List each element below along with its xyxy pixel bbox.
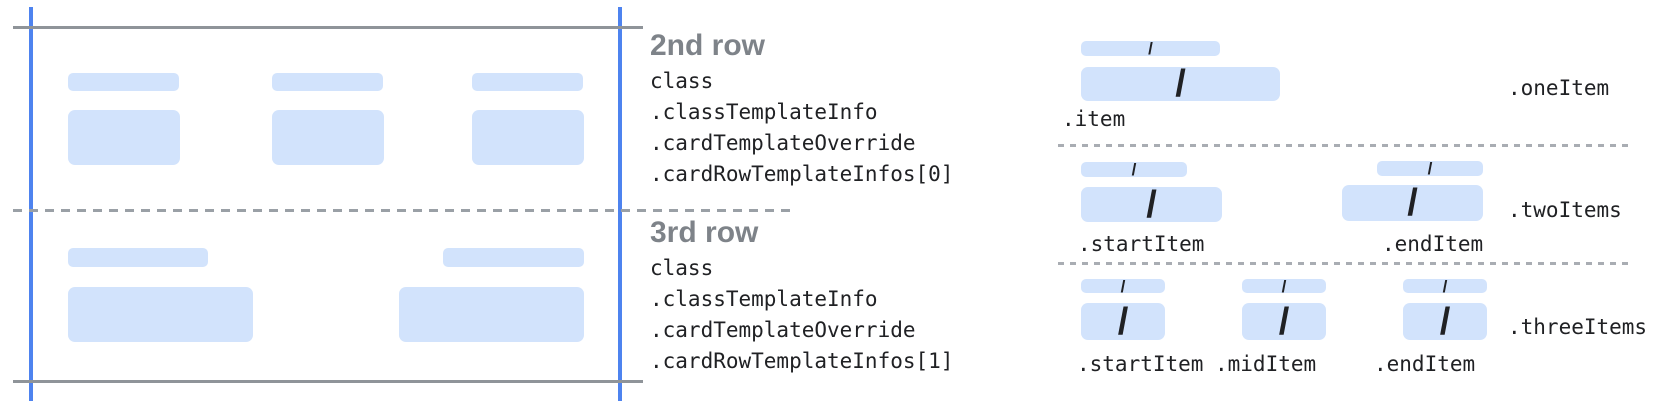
card-top-edge-guide [13, 26, 643, 29]
mid-item-field-label: .midItem [1215, 352, 1317, 376]
row2-col3-value-placeholder [472, 110, 584, 165]
row3-end-value-placeholder [399, 287, 584, 342]
mid-item-label-bar: / [1242, 276, 1326, 296]
row3-code-path: class .classTemplateInfo .cardTemplateOv… [650, 253, 953, 377]
row-annotation-title: 3rd row [650, 216, 759, 249]
code-line: class [650, 256, 714, 280]
start-item-field-label: .startItem [1077, 352, 1204, 376]
card-left-margin-guide [29, 7, 33, 401]
row3-start-label-placeholder [68, 248, 208, 267]
start-item-value-bar: / [1081, 183, 1222, 226]
row3-end-label-placeholder [443, 248, 584, 267]
card-right-margin-guide [618, 7, 622, 401]
end-item-field-label: .endItem [1382, 232, 1484, 256]
slash-separator: / [1117, 300, 1129, 343]
one-item-layout-label: .oneItem [1508, 76, 1610, 100]
row3-start-value-placeholder [68, 287, 253, 342]
slash-separator: / [1439, 300, 1451, 343]
slash-separator: / [1131, 160, 1137, 179]
one-item-value-bar: / [1081, 63, 1280, 105]
row-annotation-title: 2nd row [650, 29, 766, 62]
row2-col1-label-placeholder [68, 73, 179, 91]
slash-separator: / [1442, 276, 1448, 296]
slash-separator: / [1281, 276, 1287, 296]
end-item-field-label: .endItem [1374, 352, 1476, 376]
row2-col2-value-placeholder [272, 110, 384, 165]
slash-separator: / [1407, 182, 1418, 224]
start-item-label-bar: / [1081, 160, 1187, 179]
slash-separator: / [1120, 276, 1126, 296]
row2-code-path: class .classTemplateInfo .cardTemplateOv… [650, 66, 953, 190]
code-line: .cardRowTemplateInfos[1] [650, 349, 954, 373]
start-item-value-bar: / [1081, 300, 1165, 343]
slash-separator: / [1175, 63, 1186, 105]
end-item-value-bar: / [1342, 182, 1483, 224]
row2-col1-value-placeholder [68, 110, 180, 165]
slash-separator: / [1427, 159, 1433, 178]
card-bottom-edge-guide [13, 380, 643, 383]
mid-item-value-bar: / [1242, 300, 1326, 343]
item-field-label: .item [1062, 107, 1126, 131]
code-line: .cardTemplateOverride [650, 318, 916, 342]
layout-section-divider [1058, 144, 1632, 147]
two-items-layout-label: .twoItems [1508, 198, 1622, 222]
code-line: .classTemplateInfo [650, 287, 878, 311]
slash-separator: / [1146, 183, 1157, 226]
three-items-layout-label: .threeItems [1508, 315, 1648, 339]
layout-section-divider [1058, 262, 1632, 265]
code-line: .cardTemplateOverride [650, 131, 916, 155]
code-line: .cardRowTemplateInfos[0] [650, 162, 954, 186]
row-divider-dashed-line [13, 209, 796, 212]
start-item-label-bar: / [1081, 276, 1165, 296]
one-item-label-bar: / [1081, 39, 1220, 58]
row2-col3-label-placeholder [472, 73, 583, 91]
end-item-value-bar: / [1403, 300, 1487, 343]
code-line: class [650, 69, 714, 93]
slash-separator: / [1278, 300, 1290, 343]
code-line: .classTemplateInfo [650, 100, 878, 124]
row2-col2-label-placeholder [272, 73, 383, 91]
end-item-label-bar: / [1403, 276, 1487, 296]
start-item-field-label: .startItem [1078, 232, 1205, 256]
end-item-label-bar: / [1377, 159, 1483, 178]
slash-separator: / [1148, 39, 1153, 58]
